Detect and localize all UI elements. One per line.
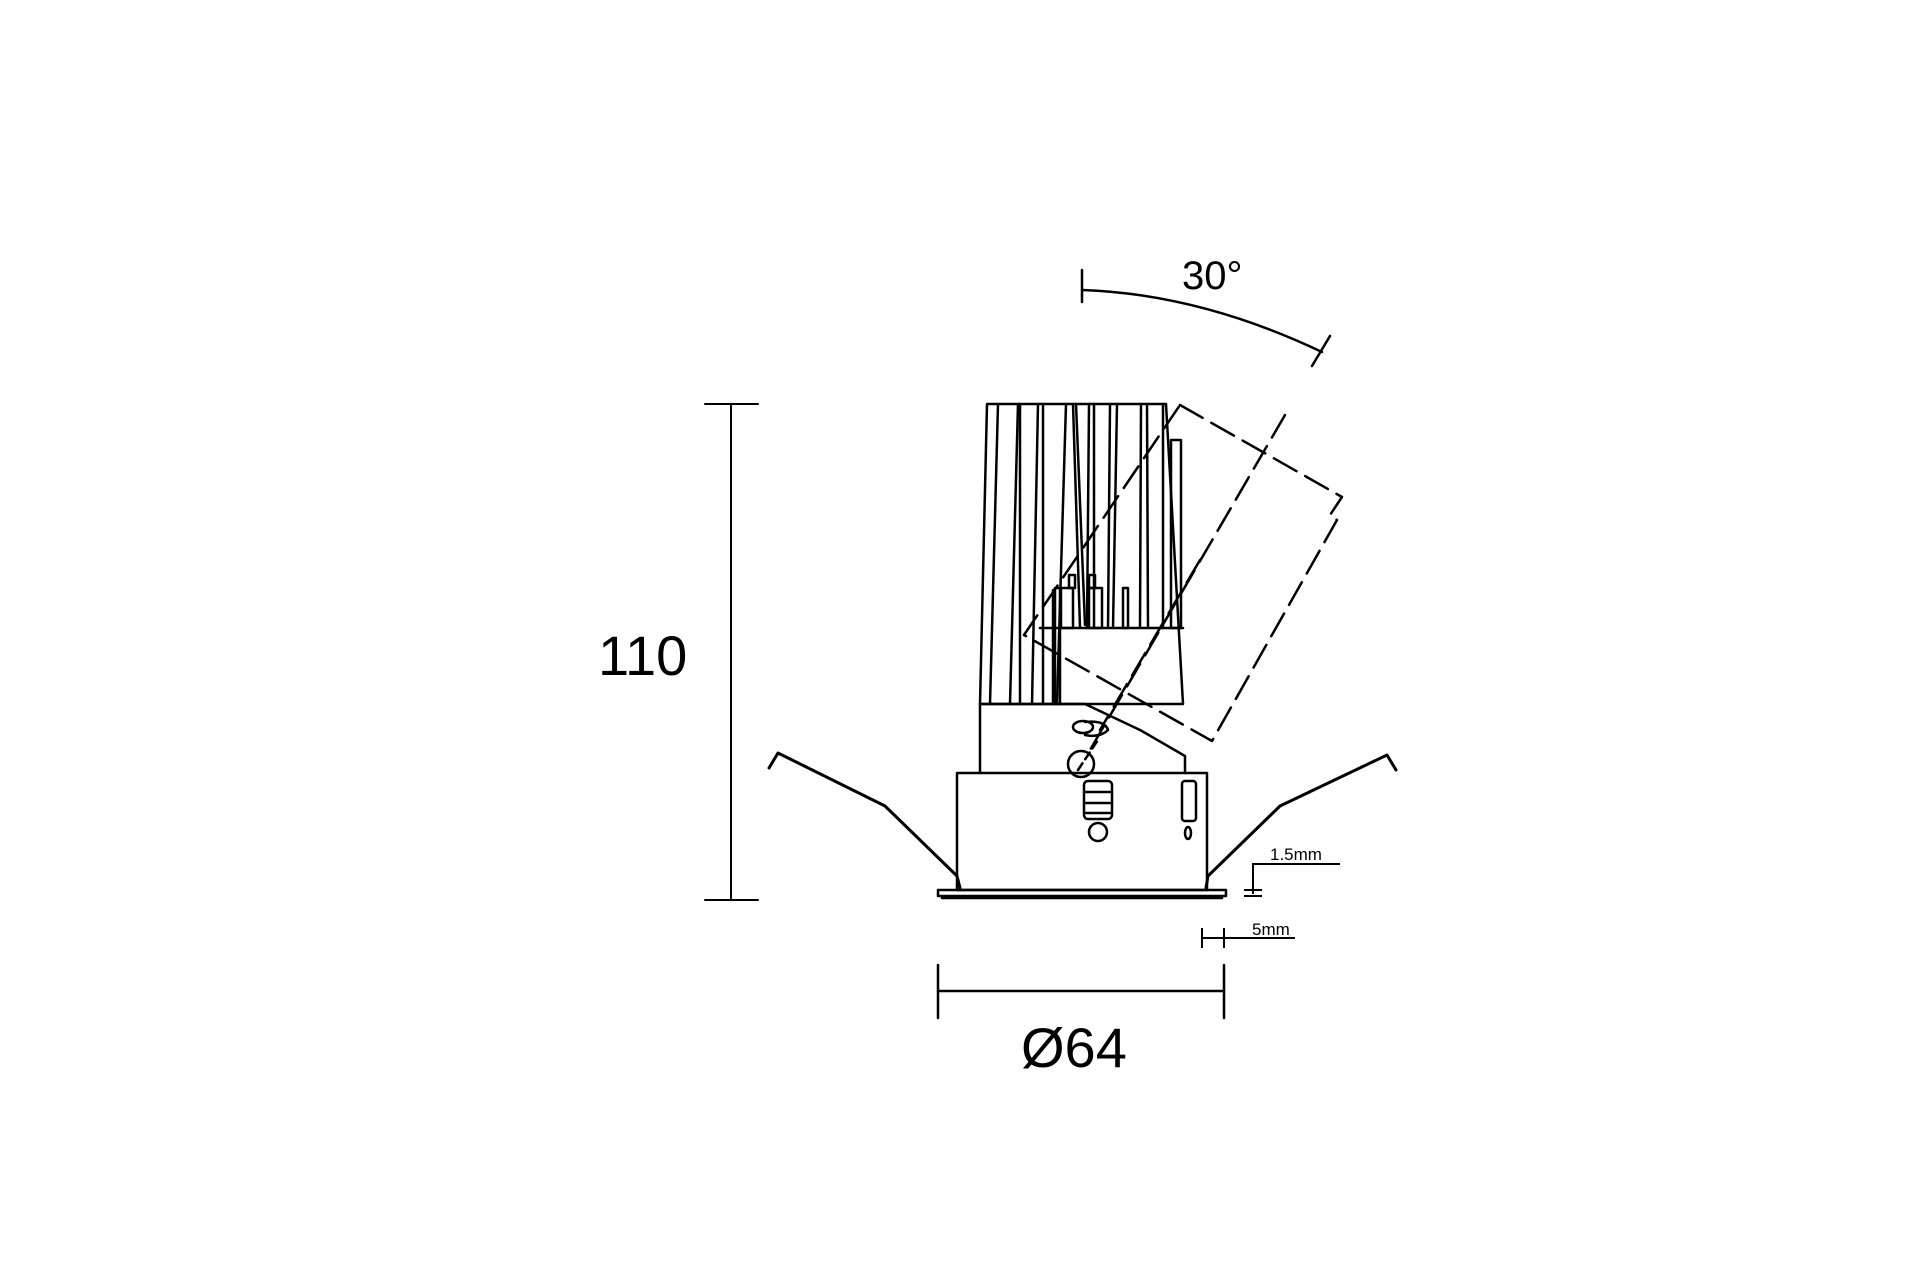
diameter-dimension-line xyxy=(936,963,1226,1020)
height-dimension-label: 110 xyxy=(598,624,688,687)
heat-sink xyxy=(978,402,1185,706)
tilt-angle-arc xyxy=(1080,268,1332,368)
yoke-bracket xyxy=(978,702,1187,779)
housing-body xyxy=(955,771,1209,892)
diameter-dimension-label: Ø64 xyxy=(1021,1016,1127,1079)
trim-overhang-label: 5mm xyxy=(1252,920,1290,939)
tilted-heat-sink-outline xyxy=(1022,403,1344,752)
height-dimension-line xyxy=(704,403,759,901)
trim-thickness-label: 1.5mm xyxy=(1270,845,1322,864)
tilt-angle-label: 30° xyxy=(1182,254,1243,298)
spring-clip-left xyxy=(767,751,962,890)
spring-clip-right xyxy=(1204,753,1398,890)
